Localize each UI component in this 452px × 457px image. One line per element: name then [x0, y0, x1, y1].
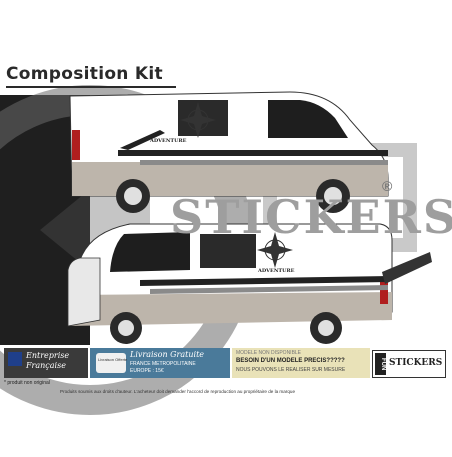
funstickers-badge: FUN STICKERS	[372, 350, 446, 378]
delivery-sub1: FRANCE METROPOLITAINE	[130, 361, 196, 367]
van-bottom: ADVENTURE	[67, 223, 432, 344]
compass-rose-bottom	[257, 232, 293, 268]
registered-mark: ®	[382, 178, 393, 194]
dark-backdrop	[0, 95, 90, 345]
van-top: ADVENTURE	[69, 91, 389, 213]
france-map-icon	[8, 352, 22, 366]
truck-icon	[96, 353, 126, 373]
custom-line2: BESOIN D'UN MODELE PRECIS?????	[236, 358, 345, 364]
page-title: Composition Kit	[6, 64, 163, 84]
van-bottom-side-window	[200, 234, 256, 268]
custom-panel	[232, 348, 370, 378]
delivery-title: Livraison Gratuite	[130, 350, 205, 359]
decal-label-top: ADVENTURE	[149, 138, 187, 144]
decal-label-bottom: ADVENTURE	[257, 268, 295, 274]
van-bottom-windshield	[110, 232, 190, 272]
title-underline	[6, 86, 176, 88]
not-original-note: * produit non original	[4, 380, 50, 386]
tail-arrow	[382, 252, 432, 284]
delivery-tag: Livraison Offerte	[98, 357, 128, 362]
van-top-taillight	[72, 130, 80, 160]
watermark-brand: STICKERS	[170, 190, 452, 244]
company-line2: Française	[26, 361, 66, 370]
copyright-disclaimer: Produits soumis aux droits d'auteur. L'a…	[60, 389, 296, 394]
badge-stickers-label: STICKERS	[389, 358, 443, 368]
compass-rose-top	[180, 102, 216, 138]
custom-line1: MODELE NON DISPONIBLE	[236, 350, 302, 356]
delivery-sub2: EUROPE : 15€	[130, 368, 164, 374]
badge-fun-label: FUN	[375, 353, 386, 375]
custom-line3: NOUS POUVONS LE REALISER SUR MESURE	[236, 367, 346, 373]
van-top-window	[268, 100, 348, 138]
company-line1: Entreprise	[26, 351, 70, 360]
